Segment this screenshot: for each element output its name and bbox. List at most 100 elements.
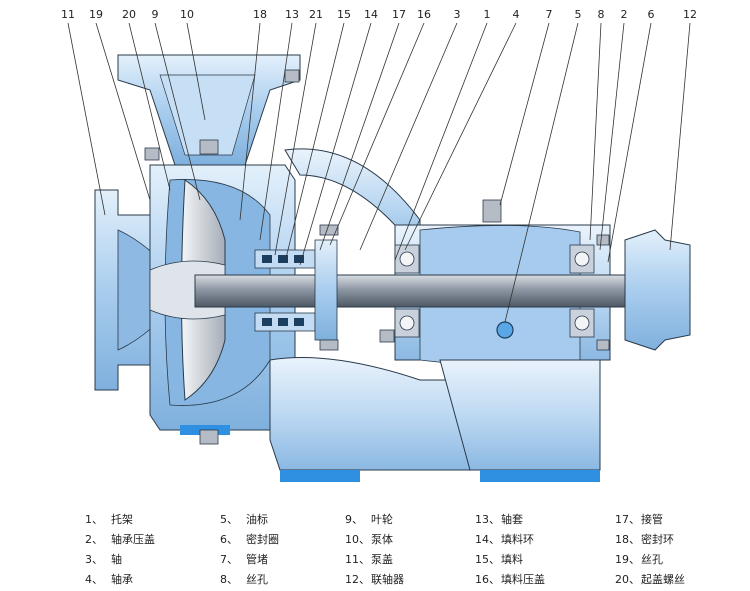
callout-number: 4 [513, 8, 520, 21]
legend-number: 4、 [85, 573, 103, 586]
callout-number: 8 [598, 8, 605, 21]
legend-number: 12、 [345, 573, 370, 586]
callout-number: 17 [392, 8, 406, 21]
packing-seal [254, 239, 338, 341]
legend-column-4: 13、轴套 14、填料环 15、填料 16、填料压盖 [475, 510, 615, 590]
parts-legend: 1、托架 2、轴承压盖 3、轴 4、轴承 5、油标 6、密封圈 7、管堵 8、丝… [0, 510, 750, 591]
legend-number: 9、 [345, 513, 363, 526]
legend-label: 轴套 [501, 513, 523, 526]
callout-number: 9 [152, 8, 159, 21]
legend-column-2: 5、油标 6、密封圈 7、管堵 8、丝孔 [220, 510, 360, 590]
callout-number: 3 [454, 8, 461, 21]
legend-number: 7、 [220, 553, 238, 566]
leader-line [95, 22, 151, 201]
leader-line [329, 22, 425, 246]
legend-item: 9、叶轮 [345, 510, 485, 530]
legend-label: 联轴器 [371, 573, 404, 586]
callout-number: 16 [417, 8, 431, 21]
legend-column-5: 17、接管 18、密封环 19、丝孔 20、起盖螺丝 [615, 510, 750, 590]
legend-item: 18、密封环 [615, 530, 750, 550]
leader-line [284, 22, 345, 263]
callout-number: 11 [61, 8, 75, 21]
callout-number: 13 [285, 8, 299, 21]
legend-number: 3、 [85, 553, 103, 566]
legend-number: 13、 [475, 513, 500, 526]
oil-sight-glass [496, 321, 514, 339]
callout-number: 5 [575, 8, 582, 21]
legend-column-3: 9、叶轮 10、泵体 11、泵盖 12、联轴器 [345, 510, 485, 590]
legend-label: 接管 [641, 513, 663, 526]
legend-item: 2、轴承压盖 [85, 530, 225, 550]
legend-item: 15、填料 [475, 550, 615, 570]
leader-line [186, 22, 206, 121]
legend-label: 油标 [246, 513, 268, 526]
callout-number: 1 [484, 8, 491, 21]
legend-number: 14、 [475, 533, 500, 546]
legend-label: 轴承 [111, 573, 133, 586]
legend-item: 12、联轴器 [345, 570, 485, 590]
legend-label: 密封环 [641, 533, 674, 546]
legend-number: 20、 [615, 573, 640, 586]
leader-line [404, 22, 517, 251]
legend-item: 3、轴 [85, 550, 225, 570]
legend-number: 17、 [615, 513, 640, 526]
legend-item: 6、密封圈 [220, 530, 360, 550]
callout-number: 6 [648, 8, 655, 21]
legend-label: 起盖螺丝 [641, 573, 685, 586]
legend-item: 20、起盖螺丝 [615, 570, 750, 590]
legend-label: 叶轮 [371, 513, 393, 526]
legend-item: 5、油标 [220, 510, 360, 530]
leader-line [589, 22, 602, 241]
leader-line [319, 22, 400, 251]
legend-number: 8、 [220, 573, 238, 586]
legend-label: 泵体 [371, 533, 393, 546]
legend-item: 17、接管 [615, 510, 750, 530]
legend-number: 18、 [615, 533, 640, 546]
legend-item: 13、轴套 [475, 510, 615, 530]
legend-number: 2、 [85, 533, 103, 546]
legend-number: 16、 [475, 573, 500, 586]
legend-label: 丝孔 [641, 553, 663, 566]
leader-line [607, 22, 652, 263]
bolts [144, 69, 610, 445]
callout-number: 10 [180, 8, 194, 21]
leader-line [67, 22, 106, 216]
callout-number: 21 [309, 8, 323, 21]
leader-line [259, 22, 293, 241]
legend-number: 1、 [85, 513, 103, 526]
legend-number: 5、 [220, 513, 238, 526]
legend-label: 托架 [111, 513, 133, 526]
legend-label: 轴 [111, 553, 122, 566]
leader-line [128, 22, 171, 191]
leader-line [499, 22, 550, 206]
callout-number: 15 [337, 8, 351, 21]
callout-number: 19 [89, 8, 103, 21]
legend-number: 19、 [615, 553, 640, 566]
leader-line [359, 22, 458, 251]
legend-item: 16、填料压盖 [475, 570, 615, 590]
leader-line [299, 22, 372, 266]
legend-item: 7、管堵 [220, 550, 360, 570]
legend-item: 10、泵体 [345, 530, 485, 550]
legend-label: 轴承压盖 [111, 533, 155, 546]
callout-number: 20 [122, 8, 136, 21]
leader-line [669, 22, 691, 251]
legend-number: 15、 [475, 553, 500, 566]
legend-label: 密封圈 [246, 533, 279, 546]
legend-number: 10、 [345, 533, 370, 546]
leader-line [394, 22, 488, 261]
legend-label: 填料压盖 [501, 573, 545, 586]
callout-number: 12 [683, 8, 697, 21]
legend-label: 丝孔 [246, 573, 268, 586]
coupling [624, 229, 691, 351]
leader-line [239, 22, 261, 221]
legend-label: 填料 [501, 553, 523, 566]
shaft [194, 274, 676, 308]
legend-column-1: 1、托架 2、轴承压盖 3、轴 4、轴承 [85, 510, 225, 590]
legend-label: 泵盖 [371, 553, 393, 566]
legend-item: 19、丝孔 [615, 550, 750, 570]
legend-number: 11、 [345, 553, 370, 566]
legend-item: 1、托架 [85, 510, 225, 530]
leader-line [274, 22, 317, 256]
